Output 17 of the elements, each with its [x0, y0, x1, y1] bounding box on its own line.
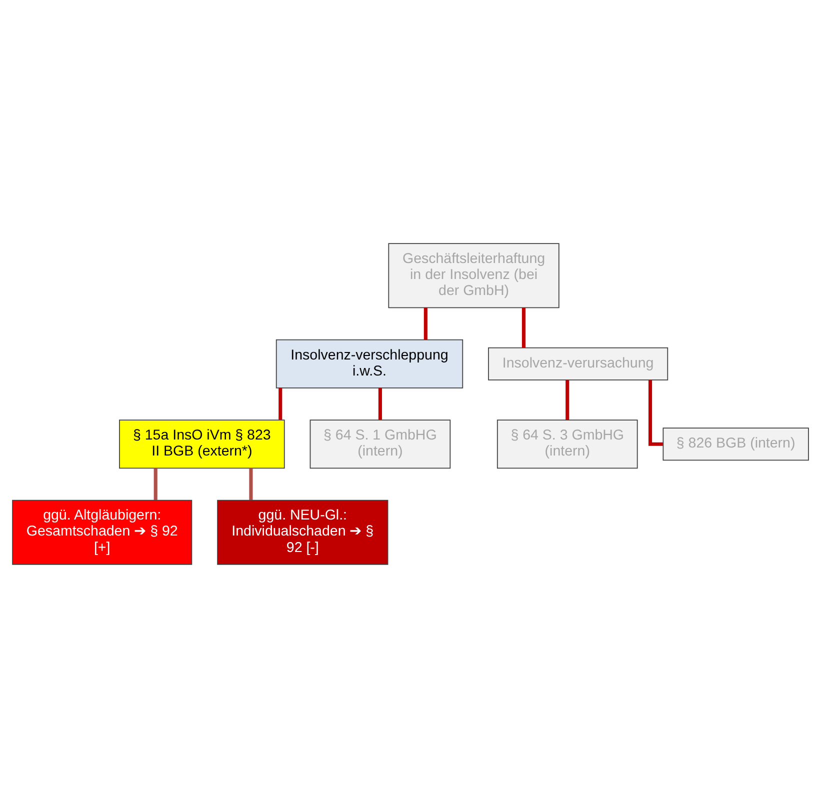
node-box: ggü. NEU-Gl.: Individualschaden ➔ § 92 [-] — [217, 499, 388, 564]
node-box: § 64 S. 3 GmbHG (intern) — [496, 419, 638, 468]
node-box: § 826 BGB (intern) — [662, 427, 809, 460]
connector — [249, 468, 253, 500]
node-box: Insolvenz-verursachung — [488, 346, 668, 380]
connector — [566, 380, 570, 420]
connector — [648, 380, 663, 446]
connector — [424, 307, 428, 340]
connector — [522, 307, 526, 348]
node-box: Geschäftsleiterhaftung in der Insolvenz (bei der GmbH) — [388, 242, 560, 308]
node-box: Insolvenz-verschleppung i.w.S. — [276, 338, 464, 388]
node-box: § 64 S. 1 GmbHG (intern) — [310, 419, 451, 468]
connector — [378, 387, 382, 420]
connector — [278, 387, 282, 420]
node-box: § 15a InsO iVm § 823 II BGB (extern*) — [119, 419, 285, 468]
node-box: ggü. Altgläubigern: Gesamtschaden ➔ § 92 [+] — [12, 499, 192, 564]
connector — [154, 468, 158, 500]
